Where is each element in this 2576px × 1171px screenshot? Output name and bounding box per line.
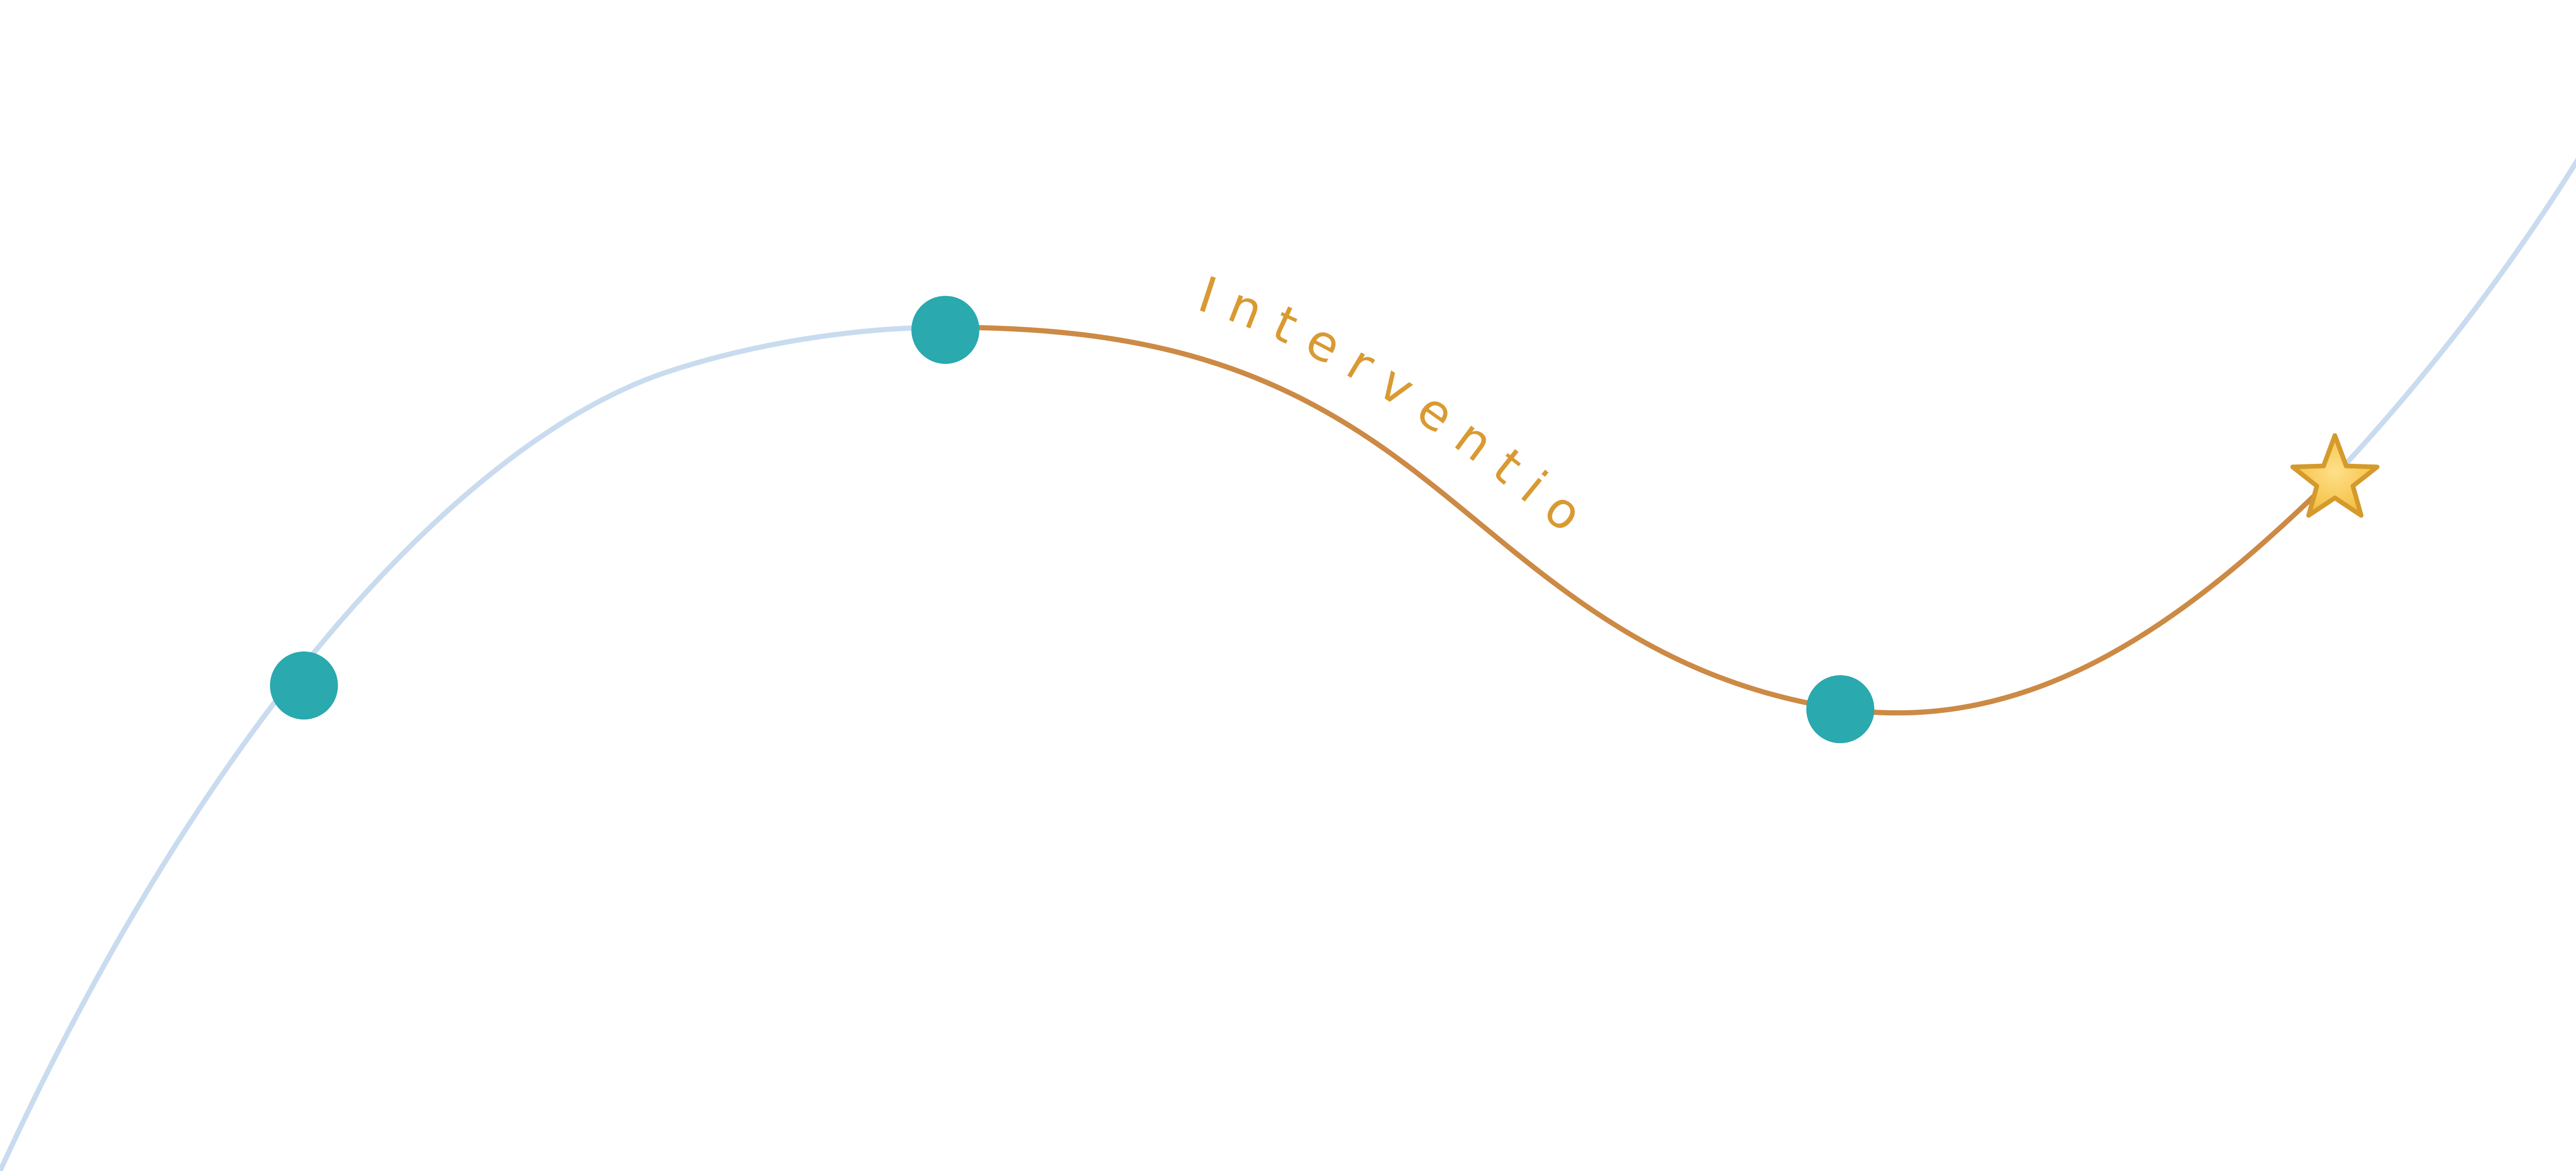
waypoint-marker-3 xyxy=(1806,675,1874,743)
intervention-label-text: Intervention xyxy=(0,0,1589,554)
intervention-curve xyxy=(945,327,2334,713)
intervention-label: Intervention xyxy=(0,0,1606,554)
gold-star-icon xyxy=(2290,433,2380,518)
waypoint-marker-1 xyxy=(270,651,338,720)
waypoint-marker-2 xyxy=(911,296,979,364)
baseline-curve xyxy=(0,325,948,1171)
baseline-curve-end xyxy=(2331,158,2576,479)
